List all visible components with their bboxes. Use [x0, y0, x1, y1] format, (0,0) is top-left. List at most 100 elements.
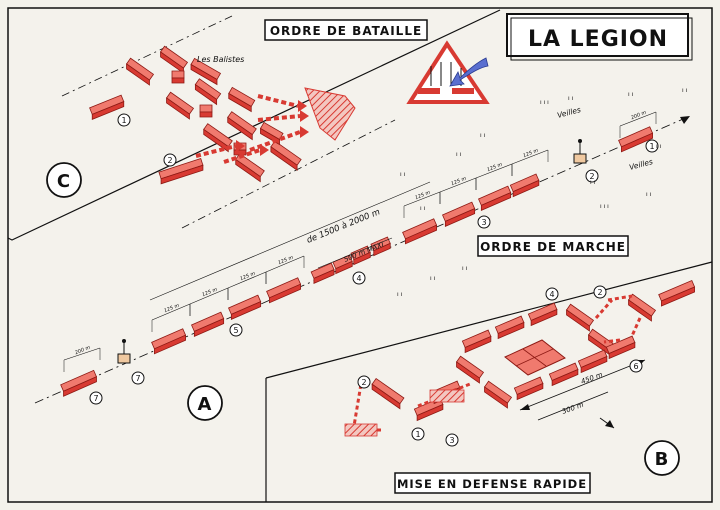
svg-text:125 m: 125 m	[163, 303, 180, 315]
advance-arrow-4	[223, 148, 261, 164]
number-c1: 1	[117, 113, 131, 127]
marche-unit-2	[151, 328, 187, 355]
title-box-shadow	[510, 17, 693, 61]
defense-units	[371, 279, 696, 422]
maneuver-arrow-7	[630, 317, 642, 337]
bataille-unit-9	[235, 153, 265, 183]
letter-c-badge: C	[46, 162, 82, 198]
defense-unit-9	[513, 376, 544, 401]
defense-unit-2	[494, 315, 525, 340]
heading-box-bataille	[264, 19, 428, 41]
svg-text:125 m: 125 m	[414, 190, 431, 202]
dimension-1: 125 m	[151, 303, 191, 332]
svg-text:2: 2	[167, 156, 172, 165]
maneuver-arrow-5	[594, 299, 614, 319]
enemy-front-icon	[304, 87, 356, 141]
legion-emblem-icon	[406, 40, 490, 104]
bataille-unit-12	[228, 86, 256, 113]
marche-units	[60, 126, 654, 397]
bataille-unit-2	[159, 45, 189, 74]
dimension-10: 200 m	[619, 110, 657, 138]
bataille-unit-4	[165, 91, 195, 120]
bataille-unit-1	[125, 57, 155, 86]
number-a5: 5	[229, 323, 243, 337]
svg-text:C: C	[57, 171, 71, 192]
svg-text:125 m: 125 m	[239, 271, 256, 283]
baggage-train	[344, 423, 378, 437]
sentry-marks: ı ıı ıı ı ı ı ıı ıı ı ı ıı ı ıı ı ı ıı ı…	[397, 87, 688, 298]
number-a1: 1	[645, 139, 659, 153]
number-a3: 3	[477, 215, 491, 229]
marche-numbers: 7 5 4 3 2 1 7	[89, 139, 659, 405]
axis-marche	[34, 115, 691, 404]
distance-label: de 1500 à 2000 m	[305, 207, 381, 246]
dimension-7: 125 m	[475, 162, 513, 190]
dimension-6: 125 m	[439, 176, 477, 204]
heading-bataille: ORDRE DE BATAILLE	[270, 24, 422, 38]
svg-text:ı ı: ı ı	[480, 132, 486, 139]
svg-text:2: 2	[589, 172, 594, 181]
bataille-unit-3	[89, 94, 125, 120]
svg-text:125 m: 125 m	[486, 162, 503, 174]
svg-text:ı ı ı: ı ı ı	[540, 99, 549, 106]
defense-unit-8	[548, 362, 579, 387]
defense-unit-7	[577, 349, 608, 374]
number-b4: 4	[545, 287, 559, 301]
heading-box-defense	[394, 472, 591, 494]
svg-text:ı ı ı: ı ı ı	[600, 203, 609, 210]
number-b6: 6	[629, 359, 643, 373]
title-box	[506, 13, 689, 57]
bataille-unit-10	[270, 140, 302, 171]
maxi-dimension	[317, 237, 393, 269]
veilles-label-1: Veilles	[556, 105, 582, 120]
defense-unit-14	[627, 293, 657, 322]
defense-unit-12	[371, 377, 405, 410]
number-b1: 2	[357, 375, 371, 389]
svg-text:1: 1	[121, 116, 126, 125]
note-balistes: Les Balistes	[197, 55, 244, 64]
dimension-2: 125 m	[189, 287, 229, 316]
dimension-300: 300 m	[537, 391, 609, 421]
bataille-arrows	[195, 94, 309, 164]
marche-unit-8	[350, 245, 371, 266]
marche-unit-1	[60, 369, 98, 397]
defense-unit-10	[483, 380, 513, 409]
svg-text:125 m: 125 m	[201, 287, 218, 299]
svg-text:450 m: 450 m	[580, 371, 604, 386]
axis-bataille	[61, 15, 233, 97]
svg-text:125 m: 125 m	[450, 176, 467, 188]
axis-bataille-lower	[181, 119, 396, 229]
letter-b-badge: B	[644, 440, 680, 476]
marche-unit-14	[618, 126, 654, 153]
number-c2: 2	[163, 153, 177, 167]
marche-unit-13	[509, 173, 540, 198]
svg-text:ı ı: ı ı	[628, 91, 634, 98]
svg-text:125 m: 125 m	[277, 255, 294, 267]
arrow-icon	[599, 417, 615, 429]
advance-arrow-3	[249, 130, 301, 152]
defense-unit-15	[658, 279, 696, 307]
marche-unit-12	[478, 185, 512, 212]
svg-text:3: 3	[449, 436, 454, 445]
svg-text:4: 4	[356, 274, 361, 283]
marche-unit-6	[310, 262, 335, 285]
arrow-icon	[236, 140, 245, 152]
number-a7: 7	[131, 371, 145, 385]
veilles-label-2: Veilles	[628, 157, 654, 172]
arrow-icon	[300, 110, 309, 122]
arrow-icon	[680, 116, 690, 124]
number-a4: 4	[352, 271, 366, 285]
svg-text:200 m: 200 m	[630, 110, 647, 122]
svg-text:B: B	[655, 449, 670, 470]
bataille-unit-5	[194, 78, 222, 106]
svg-text:1: 1	[649, 142, 654, 151]
defense-unit-6	[605, 335, 636, 360]
bataille-unit-15	[199, 104, 213, 118]
svg-text:7: 7	[135, 374, 140, 383]
marche-unit-4	[228, 294, 262, 321]
svg-text:3: 3	[481, 218, 486, 227]
number-a7: 7	[89, 391, 103, 405]
